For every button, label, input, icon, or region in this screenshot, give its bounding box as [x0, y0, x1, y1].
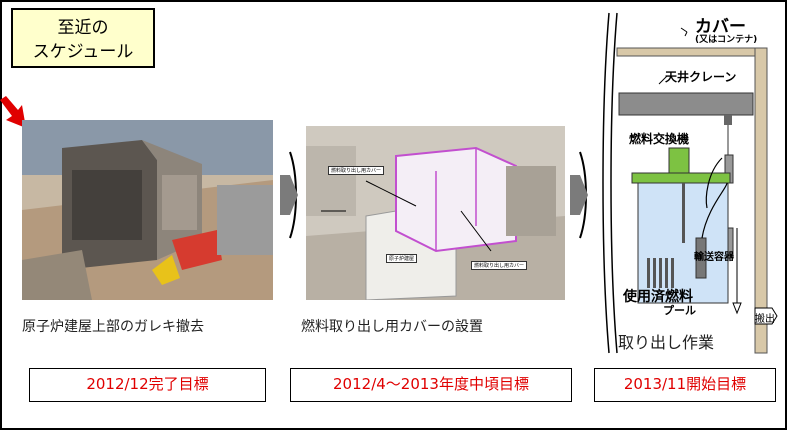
pool-label-2: プール — [663, 304, 696, 317]
step-3-target: 2013/11開始目標 — [594, 368, 776, 402]
step-arrow-2-icon — [570, 151, 588, 239]
photo-cover-installation: 燃料取り出し用カバー 原子炉建屋 燃料取り出し用カバー — [306, 126, 565, 300]
photo-label-cover-bottom: 燃料取り出し用カバー — [471, 261, 528, 270]
photo-label-reactor-building: 原子炉建屋 — [386, 254, 418, 263]
step-arrow-1-icon — [280, 151, 298, 239]
schedule-label-line-1: 至近の — [57, 18, 109, 38]
photo-label-cover-top: 燃料取り出し用カバー — [328, 166, 385, 175]
schedule-label: 至近の スケジュール — [11, 8, 155, 68]
photo-debris-removal — [22, 120, 273, 300]
step-2-caption: 燃料取り出し用カバーの設置 — [301, 319, 483, 335]
step-1-caption: 原子炉建屋上部のガレキ撤去 — [22, 319, 204, 335]
step-2-target: 2012/4〜2013年度中頃目標 — [290, 368, 572, 402]
pointer-arrow-icon — [0, 96, 26, 128]
cover-label: カバー — [695, 17, 746, 37]
cask-label: 輸送容器 — [694, 252, 734, 263]
step-3-caption: 取り出し作業 — [618, 333, 715, 352]
fuel-machine-label: 燃料交換機 — [629, 132, 690, 146]
schedule-label-line-2: スケジュール — [32, 42, 134, 62]
pool-label-1: 使用済燃料 — [623, 289, 693, 305]
cover-sub-label: (又はコンテナ) — [695, 35, 758, 45]
fuel-removal-diagram: カバー (又はコンテナ) 天井クレーン 燃料交換機 輸送容器 使用済燃料 プール… — [597, 8, 787, 363]
step-1-target: 2012/12完了目標 — [29, 368, 266, 402]
crane-label: 天井クレーン — [665, 70, 737, 84]
carry-out-label: 搬出 — [755, 314, 775, 325]
